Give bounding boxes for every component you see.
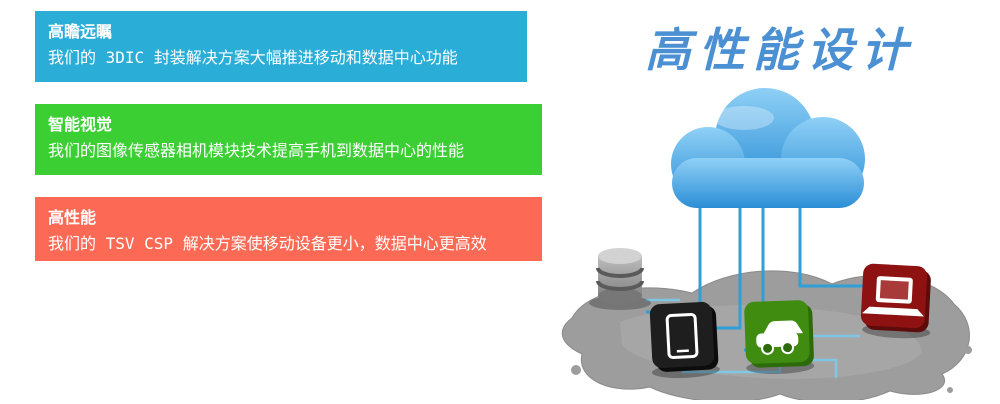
ground-circuit-traces [646, 298, 860, 378]
banner-vision-text: 我们的 3DIC 封装解决方案大幅推进移动和数据中心功能 [48, 48, 458, 67]
cloud-illustration [530, 60, 1000, 403]
car-icon [744, 300, 815, 375]
banner-smart-vision: 智能视觉 我们的图像传感器相机模块技术提高手机到数据中心的性能 [35, 104, 542, 175]
banner-smart-vision-title: 智能视觉 [48, 115, 113, 134]
page-title: 高性能设计 [645, 23, 915, 77]
banner-high-performance-title: 高性能 [48, 208, 97, 227]
banner-high-performance-text: 我们的 TSV CSP 解决方案使移动设备更小，数据中心更高效 [48, 234, 487, 253]
database-icon [589, 248, 651, 310]
banner-high-performance: 高性能 我们的 TSV CSP 解决方案使移动设备更小，数据中心更高效 [35, 197, 542, 261]
banner-smart-vision-text: 我们的图像传感器相机模块技术提高手机到数据中心的性能 [48, 141, 465, 160]
banner-vision: 高瞻远瞩 我们的 3DIC 封装解决方案大幅推进移动和数据中心功能 [35, 11, 527, 82]
laptop-icon [860, 263, 931, 339]
tablet-icon [649, 301, 720, 379]
cloud-icon [671, 88, 865, 208]
banner-vision-title: 高瞻远瞩 [48, 22, 113, 41]
